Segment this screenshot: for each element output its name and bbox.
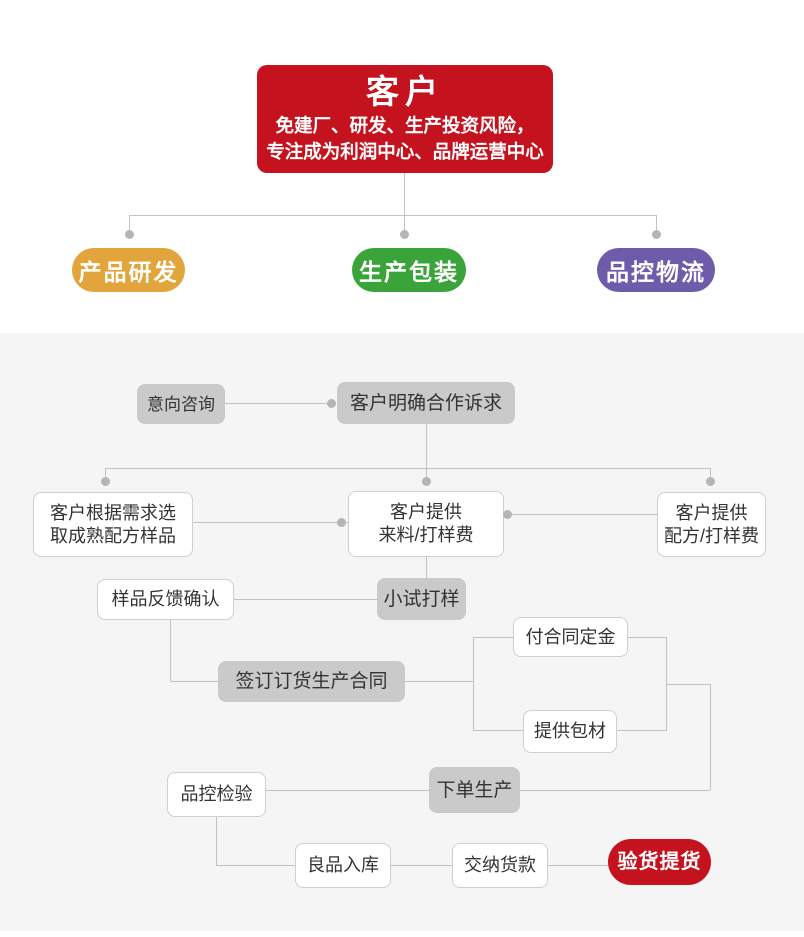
connector-dot <box>503 510 512 519</box>
flow-node-good-product-warehouse: 良品入库 <box>295 843 391 888</box>
connector-dot <box>422 477 431 486</box>
customer-root-box: 客户 免建厂、研发、生产投资风险， 专注成为利润中心、品牌运营中心 <box>257 65 553 173</box>
flowchart-background <box>0 333 804 931</box>
flow-node-label: 客户明确合作诉求 <box>349 392 502 414</box>
flow-node-trial-sample: 小试打样 <box>377 578 466 620</box>
flow-node-label: 提供包材 <box>534 721 606 741</box>
connector-line <box>129 215 130 231</box>
flow-node-intent: 意向咨询 <box>137 384 225 424</box>
connector-line <box>391 865 452 866</box>
label-line2: 来料/打样费 <box>378 525 474 545</box>
flow-node-provide-packaging: 提供包材 <box>523 710 617 753</box>
connector-line <box>266 790 429 791</box>
connector-line <box>473 730 523 731</box>
connector-line <box>473 637 513 638</box>
branch-production-packaging: 生产包装 <box>352 248 466 292</box>
flow-node-label: 良品入库 <box>307 855 379 875</box>
connector-line <box>234 599 377 600</box>
connector-line <box>426 468 427 480</box>
connector-line <box>710 684 711 790</box>
label-line2: 配方/打样费 <box>663 525 759 546</box>
branch-product-rd: 产品研发 <box>72 248 185 292</box>
connector-line <box>405 681 473 682</box>
connector-line <box>617 730 666 731</box>
connector-line <box>216 865 295 866</box>
flow-node-pay-deposit: 付合同定金 <box>513 617 628 657</box>
connector-line <box>426 557 427 578</box>
flow-node-label: 交纳货款 <box>464 855 536 875</box>
customer-desc-line2: 专注成为利润中心、品牌运营中心 <box>266 143 544 163</box>
connector-dot <box>125 230 134 239</box>
connector-line <box>216 817 217 865</box>
connector-line <box>404 173 405 216</box>
customer-description: 免建厂、研发、生产投资风险， 专注成为利润中心、品牌运营中心 <box>257 114 553 166</box>
connector-line <box>710 468 711 480</box>
customer-desc-line1: 免建厂、研发、生产投资风险， <box>275 117 535 137</box>
flow-node-label: 意向咨询 <box>147 394 215 414</box>
connector-dot <box>652 230 661 239</box>
connector-line <box>193 522 348 523</box>
connector-dot <box>101 477 110 486</box>
flow-node-place-order: 下单生产 <box>429 767 520 813</box>
flow-node-sign-contract: 签订订货生产合同 <box>218 661 405 702</box>
label-line2: 取成熟配方样品 <box>50 525 176 546</box>
connector-line <box>473 637 474 731</box>
connector-line <box>426 424 427 468</box>
connector-line <box>666 684 710 685</box>
flow-node-label: 验货提货 <box>617 850 702 873</box>
flow-node-sample-feedback: 样品反馈确认 <box>97 579 234 620</box>
flow-node-label: 品控检验 <box>180 784 253 804</box>
connector-dot <box>706 477 715 486</box>
flow-node-label: 小试打样 <box>383 588 460 610</box>
flow-node-label: 样品反馈确认 <box>111 589 220 609</box>
connector-line <box>656 215 657 231</box>
connector-line <box>105 468 710 469</box>
label-line1: 客户提供 <box>389 502 462 522</box>
connector-line <box>628 637 666 638</box>
connector-dot <box>337 518 346 527</box>
label-line1: 客户根据需求选 <box>50 502 176 523</box>
connector-line <box>404 215 405 231</box>
connector-dot <box>327 399 336 408</box>
customer-title: 客户 <box>366 75 444 111</box>
flow-node-pay-balance: 交纳货款 <box>452 843 548 888</box>
flow-node-label: 客户根据需求选取成熟配方样品 <box>50 502 176 548</box>
flow-node-label: 下单生产 <box>436 779 513 801</box>
flow-node-label: 客户提供配方/打样费 <box>664 502 759 548</box>
connector-line <box>129 215 657 216</box>
branch-qc-logistics: 品控物流 <box>597 248 715 292</box>
flow-node-label: 付合同定金 <box>525 626 616 647</box>
flow-node-demand: 客户明确合作诉求 <box>337 382 515 424</box>
flow-node-select-formula-sample: 客户根据需求选取成熟配方样品 <box>33 492 193 557</box>
connector-dot <box>400 230 409 239</box>
label-line1: 客户提供 <box>675 502 748 523</box>
connector-line <box>548 865 608 866</box>
connector-line <box>225 403 332 404</box>
flow-node-provide-formula: 客户提供配方/打样费 <box>657 492 766 557</box>
connector-line <box>170 620 171 681</box>
flow-node-label: 签订订货生产合同 <box>235 671 388 692</box>
connector-line <box>170 681 218 682</box>
connector-line <box>105 468 106 480</box>
connector-line <box>504 514 657 515</box>
flow-node-provide-material: 客户提供来料/打样费 <box>348 491 504 557</box>
flow-node-label: 客户提供来料/打样费 <box>378 501 473 547</box>
flow-node-inspect-pickup: 验货提货 <box>608 839 711 885</box>
connector-line <box>520 790 710 791</box>
flow-node-qc-inspection: 品控检验 <box>167 772 266 817</box>
